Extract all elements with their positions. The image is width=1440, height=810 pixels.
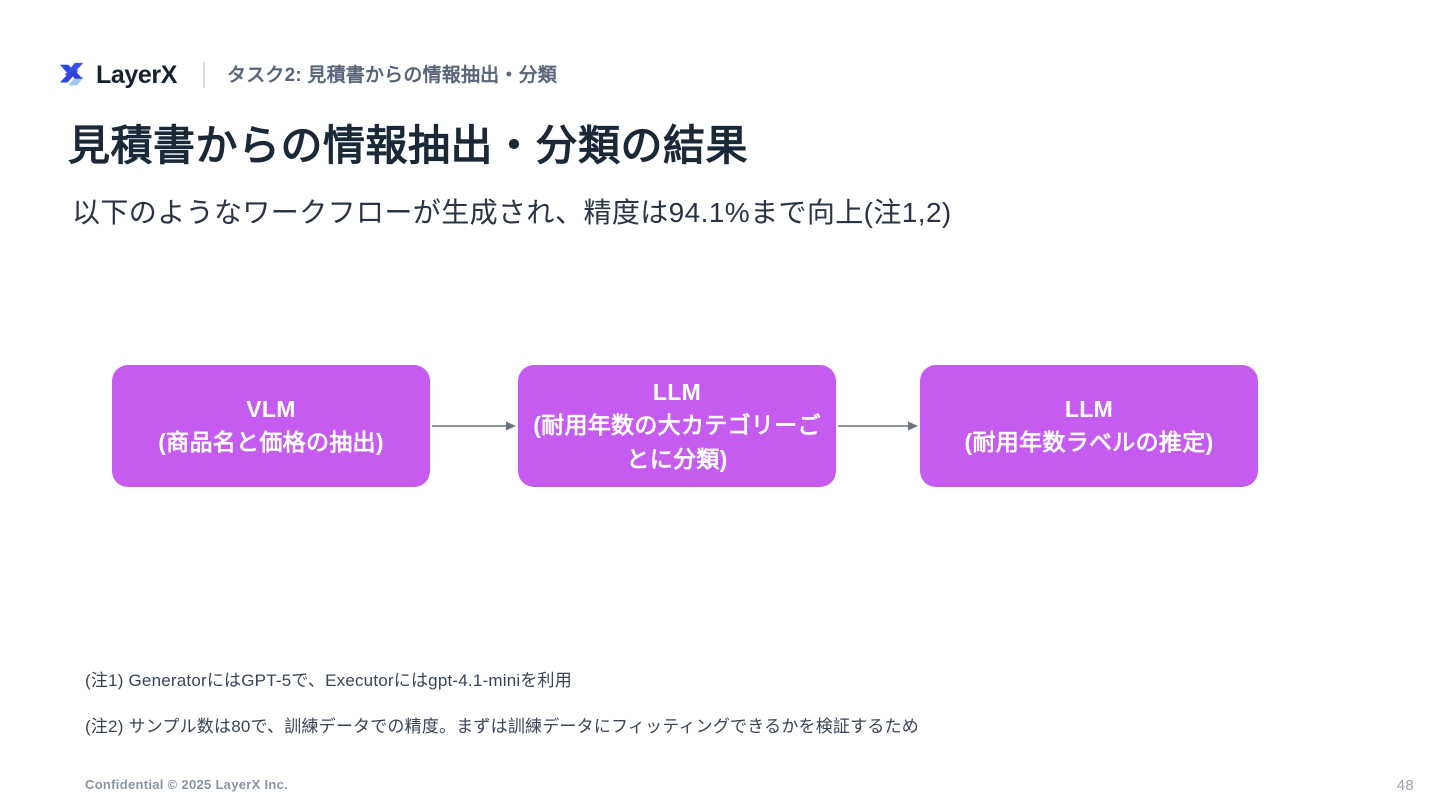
page-subtitle: 以下のようなワークフローが生成され、精度は94.1%まで向上(注1,2) <box>72 197 952 228</box>
flow-box-subtitle: (商品名と価格の抽出) <box>158 429 384 455</box>
arrow-vlm-to-llm1 <box>432 420 516 432</box>
layerx-logo-icon <box>59 62 85 86</box>
footnote-1: (注1) GeneratorにはGPT-5で、Executorにはgpt-4.1… <box>85 671 572 690</box>
flow-box-llm-label: LLM (耐用年数ラベルの推定) <box>920 365 1258 487</box>
arrow-llm1-to-llm2 <box>838 420 918 432</box>
flow-box-llm-category: LLM (耐用年数の大カテゴリーごとに分類) <box>518 365 836 487</box>
workflow-diagram: VLM (商品名と価格の抽出) LLM (耐用年数の大カテゴリーごとに分類) L… <box>0 365 1440 487</box>
footnote-2: (注2) サンプル数は80で、訓練データでの精度。まずは訓練データにフィッティン… <box>85 716 919 736</box>
flow-box-title: LLM <box>652 378 702 405</box>
flow-box-title: VLM <box>246 395 296 422</box>
flow-box-vlm: VLM (商品名と価格の抽出) <box>112 365 430 487</box>
flow-box-subtitle: (耐用年数ラベルの推定) <box>964 429 1214 455</box>
slide-header: LayerX タスク2: 見積書からの情報抽出・分類 <box>58 58 557 92</box>
layerx-wordmark: LayerX <box>96 60 177 89</box>
flow-box-title: LLM <box>1064 395 1114 422</box>
footnotes: (注1) GeneratorにはGPT-5で、Executorにはgpt-4.1… <box>85 668 1365 759</box>
header-divider <box>203 62 205 88</box>
flow-box-subtitle: (耐用年数の大カテゴリーごとに分類) <box>533 412 821 472</box>
page-title: 見積書からの情報抽出・分類の結果 <box>68 122 749 169</box>
footer-confidential-notice: Confidential © 2025 LayerX Inc. <box>85 777 289 792</box>
header-task-label: タスク2: 見積書からの情報抽出・分類 <box>227 64 557 86</box>
footer-page-number: 48 <box>1396 777 1414 794</box>
